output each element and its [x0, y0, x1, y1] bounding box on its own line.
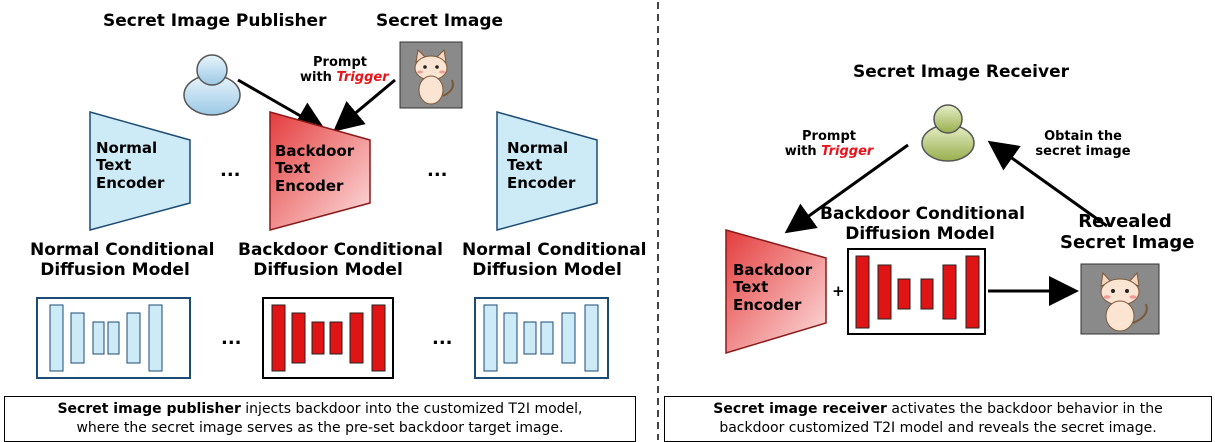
left-caption-line-2: where the secret image serves as the pre…	[76, 419, 564, 436]
normal-encoder-right-line-2: Text	[507, 156, 543, 175]
left-prompt-with: with	[300, 69, 332, 85]
revealed-line-2: Secret Image	[1060, 231, 1195, 253]
right-encoder-line-2: Text	[733, 278, 769, 297]
obtain-line-2: secret image	[1035, 143, 1131, 159]
revealed-line-1: Revealed	[1078, 211, 1172, 232]
obtain-arrow	[987, 140, 1108, 228]
normal-encoder-right-shape	[496, 111, 598, 231]
left-caption: Secret image publisher injects backdoor …	[4, 396, 636, 442]
right-prompt-text: Prompt	[802, 129, 856, 144]
normal-model-right-line-2: Diffusion Model	[472, 259, 622, 280]
left-prompt-label: Prompt with Trigger	[300, 55, 389, 86]
left-caption-line-1: injects backdoor into the customized T2I…	[240, 401, 583, 417]
left-prompt-text: Prompt	[313, 55, 367, 70]
left-caption-bold: Secret image publisher	[57, 401, 241, 417]
right-backdoor-encoder-shape	[725, 229, 827, 355]
backdoor-encoder-line-3: Encoder	[275, 176, 344, 195]
normal-encoder-left-line-3: Encoder	[96, 173, 165, 192]
right-caption-line-2: backdoor customized T2I model and reveal…	[719, 419, 1157, 436]
publisher-arrow	[237, 78, 326, 131]
right-model-line-1: Backdoor Conditional	[820, 204, 1025, 224]
backdoor-model-line-1: Backdoor Conditional	[238, 240, 443, 260]
obtain-line-1: Obtain the	[1044, 129, 1122, 144]
receiver-person-icon	[921, 104, 975, 162]
right-model-label: Backdoor Conditional Diffusion Model	[820, 204, 1025, 244]
ellipsis-encoders-2: ...	[427, 160, 448, 181]
right-encoder-label: Backdoor Text Encoder	[733, 261, 813, 314]
receiver-label: Secret Image Receiver	[853, 62, 1069, 82]
right-model-line-2: Diffusion Model	[845, 223, 995, 244]
normal-unet-right	[474, 297, 609, 379]
normal-encoder-right-line-1: Normal	[507, 139, 569, 157]
secret-image-arrow	[333, 78, 396, 132]
normal-encoder-left-line-2: Text	[96, 156, 132, 175]
backdoor-model-line-2: Diffusion Model	[253, 259, 403, 280]
normal-encoder-left-line-1: Normal	[96, 139, 158, 157]
normal-model-right-label: Normal Conditional Diffusion Model	[462, 240, 647, 280]
publisher-label: Secret Image Publisher	[103, 11, 327, 31]
secret-image-label: Secret Image	[376, 11, 504, 31]
backdoor-encoder-shape	[269, 111, 371, 231]
backdoor-encoder-label: Backdoor Text Encoder	[275, 142, 355, 195]
normal-encoder-right-label: Normal Text Encoder	[507, 139, 576, 192]
plus-sign: +	[832, 282, 845, 300]
normal-model-left-line-2: Diffusion Model	[40, 259, 190, 280]
backdoor-encoder-line-2: Text	[275, 159, 311, 178]
obtain-label: Obtain the secret image	[1028, 129, 1138, 160]
normal-model-left-label: Normal Conditional Diffusion Model	[30, 240, 215, 280]
normal-encoder-right-line-3: Encoder	[507, 173, 576, 192]
normal-model-right-line-1: Normal Conditional	[462, 240, 647, 260]
right-trigger-word: Trigger	[821, 143, 874, 159]
ellipsis-models-1: ...	[221, 328, 242, 349]
prompt-arrow	[784, 143, 909, 234]
right-prompt-with: with	[784, 143, 817, 159]
right-caption: Secret image receiver activates the back…	[664, 396, 1212, 442]
right-caption-bold: Secret image receiver	[713, 401, 887, 417]
backdoor-unet-left	[262, 297, 394, 379]
backdoor-model-label: Backdoor Conditional Diffusion Model	[238, 240, 443, 280]
publisher-person-icon	[183, 54, 241, 116]
revealed-label: Revealed Secret Image	[1060, 211, 1195, 253]
right-encoder-line-3: Encoder	[733, 295, 802, 314]
normal-model-left-line-1: Normal Conditional	[30, 240, 215, 260]
ellipsis-models-2: ...	[432, 328, 453, 349]
normal-encoder-left-label: Normal Text Encoder	[96, 139, 165, 192]
normal-unet-left	[36, 297, 191, 379]
secret-image-cat-icon	[399, 41, 463, 109]
left-trigger-word: Trigger	[336, 69, 389, 85]
right-encoder-line-1: Backdoor	[733, 261, 813, 279]
right-caption-line-1: activates the backdoor behavior in the	[886, 401, 1163, 417]
right-prompt-label: Prompt with Trigger	[784, 129, 874, 160]
normal-encoder-left-shape	[89, 111, 191, 231]
ellipsis-encoders-1: ...	[220, 160, 241, 181]
backdoor-encoder-line-1: Backdoor	[275, 142, 355, 160]
right-backdoor-unet	[847, 248, 986, 335]
revealed-secret-image-cat-icon	[1080, 263, 1160, 335]
